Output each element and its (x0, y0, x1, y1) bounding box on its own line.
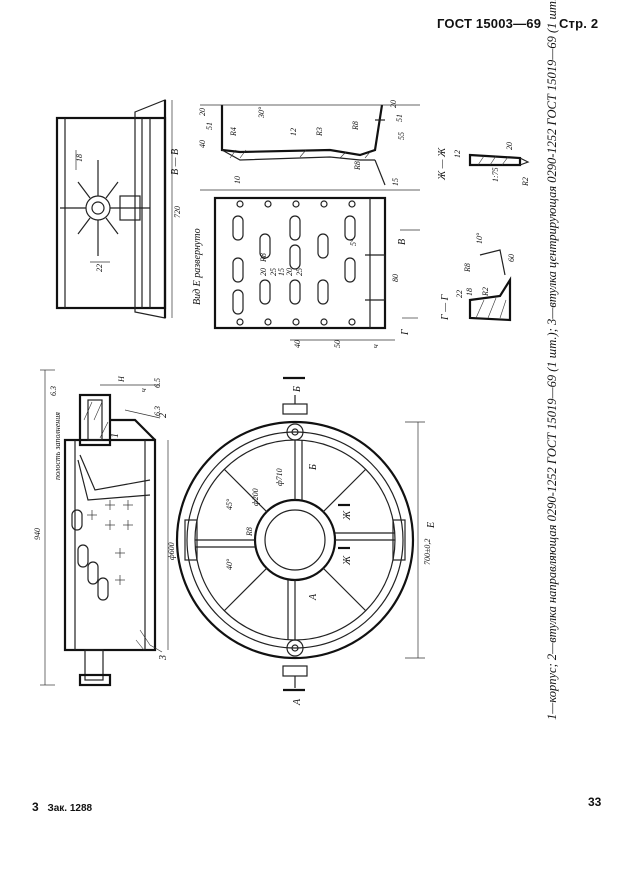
page-number: 33 (588, 795, 602, 809)
zhzh-dim-4: 1:75 (491, 167, 500, 182)
side-dim-ch: ч (139, 388, 148, 392)
standard-number: ГОСТ 15003—69 (437, 16, 542, 31)
plan-dim-700: 700±0,2 (423, 539, 432, 565)
vv-dim-2: 51 (205, 122, 214, 130)
view-e-label: Вид Е развернуто (192, 228, 203, 305)
section-gg-label: Г — Г (440, 294, 451, 321)
plan-mark-zh-2: Ж (342, 555, 353, 566)
footer-order: Зак. 1288 (47, 803, 93, 814)
view-e-dim-1: 5° (349, 238, 358, 246)
page-header: ГОСТ 15003—69 Стр. 2 (437, 16, 598, 31)
vv-dim-7: R3 (315, 127, 324, 137)
side-dim-940: 940 (33, 528, 42, 540)
view-e-dim-2: R8 (259, 253, 268, 263)
zhzh-dim-3: R2 (521, 177, 530, 187)
top-view-dim-b: 22 (95, 264, 104, 272)
view-e-dim-11: 40 (293, 340, 302, 348)
section-vv-label: В — В (170, 149, 181, 175)
plan-dim-710: ф710 (275, 468, 284, 486)
section-v-v: В — В 20 51 40 R4 30° 12 R3 R8 20 51 55 … (170, 100, 420, 191)
plan-mark-zh-1: Ж (342, 510, 353, 521)
view-e-dim-10: ч (371, 344, 380, 348)
side-dim-600: ф600 (167, 542, 176, 560)
zhzh-dim-2: 20 (505, 142, 514, 150)
page-indicator: Стр. 2 (558, 16, 599, 31)
gg-dim-1: 10° (475, 232, 484, 244)
vv-dim-10: 51 (395, 114, 404, 122)
view-e-dim-8: 80 (391, 274, 400, 282)
gg-dim-4: 22 (455, 290, 464, 298)
plan-mark-a-bottom: А (292, 698, 303, 706)
plan-mark-e: Е (426, 522, 437, 529)
plan-dim-200: ф200 (251, 488, 260, 506)
side-dim-63b: 6.3 (153, 406, 162, 416)
view-e-mark-g: Г (400, 329, 411, 336)
vv-dim-4: R4 (229, 127, 238, 137)
drum-plan-view: 700±0,2 ф200 ф710 45° 40° R8 Б Б А А Ж Ж… (175, 376, 437, 706)
top-view-dim-a: 18 (75, 154, 84, 162)
side-note: полость заполнения (53, 412, 62, 480)
view-e-dim-3: 20 (259, 268, 268, 276)
vv-dim-9: 20 (389, 100, 398, 108)
view-e: Вид Е развернуто В Г 5° R8 (192, 196, 420, 348)
section-zhzh-label: Ж — Ж (437, 147, 448, 181)
view-e-dim-5: 15 (277, 268, 286, 276)
view-e-dim-4: 25 (269, 268, 278, 276)
vv-dim-3: 40 (198, 140, 207, 148)
plan-mark-a-inner: А (308, 593, 319, 601)
top-view-dim-overall: 720 (173, 206, 182, 218)
zhzh-dim-1: 12 (453, 150, 462, 158)
gg-dim-6: R2 (481, 287, 490, 297)
vv-dim-8: R8 (351, 121, 360, 131)
plan-dim-45: 45° (225, 498, 234, 510)
side-dim-h: Н (117, 375, 126, 383)
gg-dim-3: 60 (507, 254, 516, 262)
part-1: 1 (110, 433, 121, 438)
plan-mark-b-top: Б (292, 386, 303, 393)
vv-dim-11: 55 (397, 132, 406, 140)
footer-left: 3 Зак. 1288 (32, 800, 92, 814)
side-dim-63a: 6.3 (49, 386, 58, 396)
view-e-dim-9: 50 (333, 340, 342, 348)
vv-dim-12: 10 (233, 176, 242, 184)
drum-top-view: 720 18 22 (55, 99, 182, 319)
part-3: 3 (158, 655, 169, 661)
vv-dim-1: 20 (198, 108, 207, 116)
gg-dim-2: R8 (463, 263, 472, 273)
view-e-dim-7: 25 (295, 268, 304, 276)
vv-dim-14: 15 (391, 178, 400, 186)
footer-number: 3 (32, 800, 39, 814)
view-e-dim-6: 20 (285, 268, 294, 276)
plan-mark-b-inner: Б (308, 464, 319, 471)
section-g-g: Г — Г 10° R8 60 22 18 R2 (440, 232, 516, 322)
vv-dim-6: 12 (289, 128, 298, 136)
gg-dim-5: 18 (465, 288, 474, 296)
vv-dim-5: 30° (257, 106, 266, 119)
plan-dim-40: 40° (225, 558, 234, 570)
plan-dim-r8: R8 (245, 527, 254, 537)
figure-caption: 1—корпус; 2—втулка направляющая 0290-125… (545, 0, 559, 720)
vv-dim-13: R8 (353, 161, 362, 171)
part-2: 2 (158, 413, 169, 418)
section-zh-zh: Ж — Ж 12 20 R2 1:75 (437, 142, 530, 187)
view-e-mark-b: В (397, 239, 408, 245)
drum-side-view: 940 ф600 (33, 369, 176, 687)
side-dim-65: 6.5 (153, 378, 162, 388)
